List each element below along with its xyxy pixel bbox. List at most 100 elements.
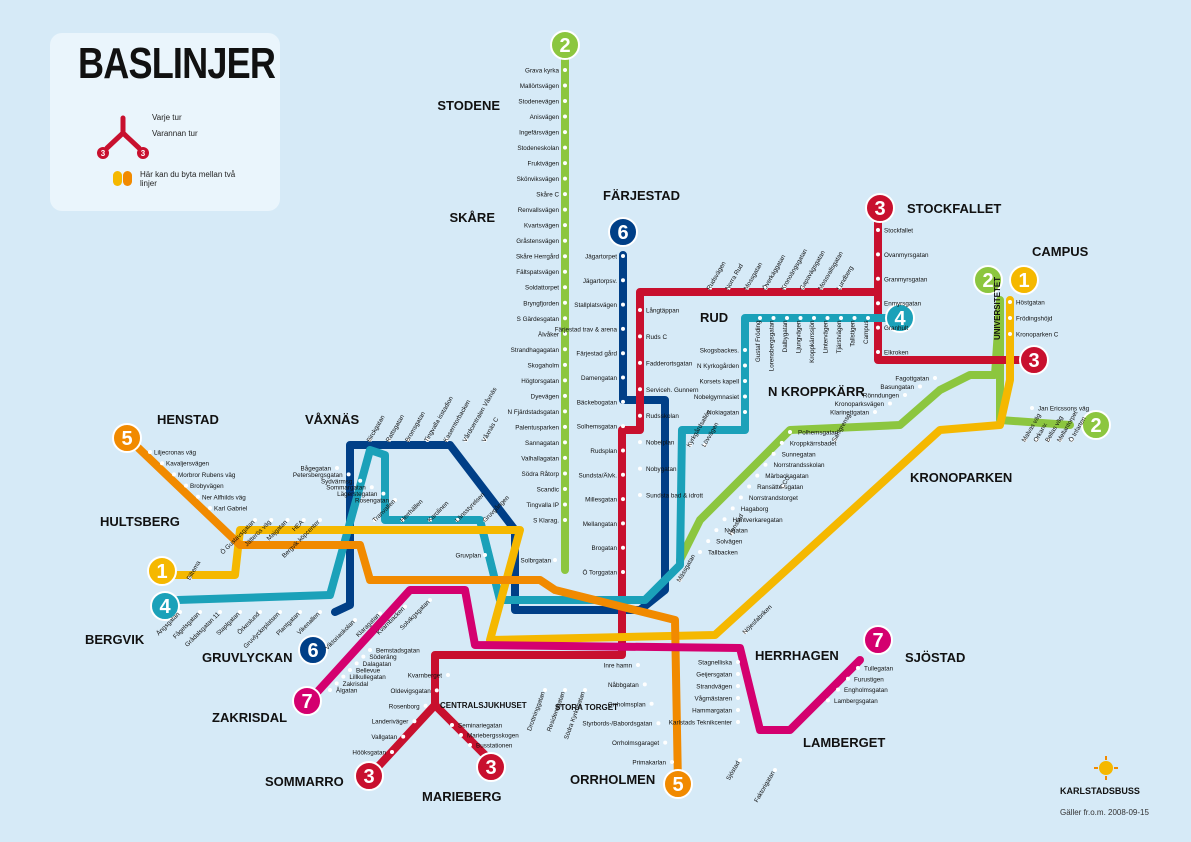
stop-dot[interactable] (736, 720, 740, 724)
stop-label[interactable]: Millesgatan (585, 497, 617, 504)
stop-dot[interactable] (563, 161, 567, 165)
stop-label[interactable]: Rudsplan (590, 448, 617, 455)
stop-dot[interactable] (412, 719, 416, 723)
line-badge-3[interactable]: 3 (866, 194, 894, 222)
stop-label[interactable]: Mallörtsvägen (520, 83, 560, 90)
stop-label[interactable]: Vågmästaren (695, 695, 733, 703)
stop-label[interactable]: Lintervägen (823, 320, 830, 353)
stop-label[interactable]: Nobelplan (646, 440, 675, 447)
stop-label[interactable]: N Fjärdstadsgatan (508, 409, 560, 416)
stop-label[interactable]: Mellangatan (583, 521, 618, 528)
stop-dot[interactable] (468, 743, 472, 747)
stop-label[interactable]: Kroppkärrsbadet (790, 440, 837, 447)
line-badge-3[interactable]: 3 (355, 762, 383, 790)
line-badge-7[interactable]: 7 (293, 687, 321, 715)
stop-label[interactable]: Sundsta bad & idrott (646, 493, 703, 500)
stop-dot[interactable] (621, 424, 625, 428)
stop-label[interactable]: Högtorsgatan (521, 378, 559, 385)
stop-dot[interactable] (621, 497, 625, 501)
stop-dot[interactable] (563, 378, 567, 382)
stop-dot[interactable] (184, 484, 188, 488)
stop-label[interactable]: Jan Ericssons väg (1038, 406, 1090, 413)
stop-dot[interactable] (736, 696, 740, 700)
stop-label[interactable]: Stallplatsvägen (574, 302, 617, 309)
stop-label[interactable]: Våxnäs C (480, 415, 501, 443)
stop-dot[interactable] (583, 688, 587, 692)
stop-label[interactable]: Tjärstvägen (836, 320, 843, 353)
stop-dot[interactable] (638, 467, 642, 471)
stop-dot[interactable] (621, 376, 625, 380)
stop-dot[interactable] (563, 285, 567, 289)
stop-label[interactable]: Norrstrandsskolan (773, 462, 825, 469)
stop-dot[interactable] (888, 402, 892, 406)
stop-label[interactable]: Fagottgatan (895, 376, 929, 383)
stop-label[interactable]: Färjestad gård (576, 350, 617, 358)
stop-dot[interactable] (563, 223, 567, 227)
stop-label[interactable]: Campus (863, 321, 870, 344)
stop-label[interactable]: Bäckebogatan (577, 399, 618, 406)
stop-label[interactable]: Rosenborg (389, 703, 420, 710)
stop-label[interactable]: Ljungvägen (796, 320, 803, 353)
stop-dot[interactable] (563, 487, 567, 491)
stop-dot[interactable] (876, 301, 880, 305)
stop-dot[interactable] (335, 466, 339, 470)
stop-label[interactable]: Ovanmyrsgatan (884, 252, 929, 259)
stop-label[interactable]: Jägartorpet (585, 254, 617, 261)
line-badge-1[interactable]: 1 (1010, 266, 1038, 294)
stop-label[interactable]: Grådalsgatan 11 (183, 610, 222, 649)
stop-dot[interactable] (563, 518, 567, 522)
stop-label[interactable]: Rudsskolan (646, 413, 679, 420)
stop-label[interactable]: Busstationen (476, 743, 513, 750)
stop-dot[interactable] (839, 316, 843, 320)
stop-label[interactable]: Lundberg (836, 265, 856, 292)
stop-label[interactable]: Basungatan (880, 384, 914, 391)
stop-label[interactable]: Solvägen (716, 539, 743, 546)
stop-dot[interactable] (621, 400, 625, 404)
stop-label[interactable]: Korsets kapell (699, 379, 739, 386)
stop-dot[interactable] (563, 84, 567, 88)
stop-dot[interactable] (799, 316, 803, 320)
stop-label[interactable]: Granmyrsgatan (884, 276, 928, 283)
stop-label[interactable]: Hööksgatan (352, 750, 386, 757)
stop-dot[interactable] (435, 688, 439, 692)
stop-dot[interactable] (876, 350, 880, 354)
stop-label[interactable]: Norrstrandstorget (749, 495, 798, 502)
stop-label[interactable]: Fruktvägen (528, 161, 560, 168)
stop-dot[interactable] (563, 146, 567, 150)
stop-label[interactable]: Valhallagatan (521, 455, 559, 462)
stop-label[interactable]: Lambergsgatan (834, 698, 878, 705)
stop-dot[interactable] (563, 208, 567, 212)
stop-dot[interactable] (450, 723, 454, 727)
stop-label[interactable]: Skåre Herrgård (516, 253, 560, 261)
stop-dot[interactable] (355, 661, 359, 665)
stop-label[interactable]: Gustaf Fröding (755, 320, 762, 362)
stop-label[interactable]: Viktoriaskolan (324, 619, 357, 652)
stop-dot[interactable] (812, 316, 816, 320)
stop-dot[interactable] (563, 409, 567, 413)
stop-dot[interactable] (563, 394, 567, 398)
stop-dot[interactable] (743, 348, 747, 352)
stop-dot[interactable] (563, 456, 567, 460)
stop-label[interactable]: Skönviksvägen (517, 176, 560, 183)
stop-dot[interactable] (876, 326, 880, 330)
stop-dot[interactable] (739, 495, 743, 499)
line-badge-2[interactable]: 2 (551, 31, 579, 59)
stop-dot[interactable] (826, 698, 830, 702)
stop-dot[interactable] (856, 666, 860, 670)
stop-label[interactable]: Landeriväger (372, 719, 409, 726)
stop-dot[interactable] (780, 441, 784, 445)
stop-label[interactable]: Ner Alfhilds väg (202, 494, 246, 501)
stop-label[interactable]: Mariebergsskogen (467, 733, 519, 740)
stop-label[interactable]: Styrbords-/Babordsgatan (582, 721, 653, 728)
stop-label[interactable]: Orrholmsplan (608, 701, 646, 708)
stop-label[interactable]: Kvartsvägen (524, 223, 559, 230)
stop-dot[interactable] (714, 528, 718, 532)
stop-dot[interactable] (743, 379, 747, 383)
stop-dot[interactable] (335, 681, 339, 685)
stop-dot[interactable] (836, 688, 840, 692)
stop-label[interactable]: Nåbbgatan (608, 681, 639, 689)
stop-dot[interactable] (918, 385, 922, 389)
stop-dot[interactable] (876, 228, 880, 232)
stop-label[interactable]: Strandvägen (696, 684, 732, 691)
stop-dot[interactable] (621, 303, 625, 307)
